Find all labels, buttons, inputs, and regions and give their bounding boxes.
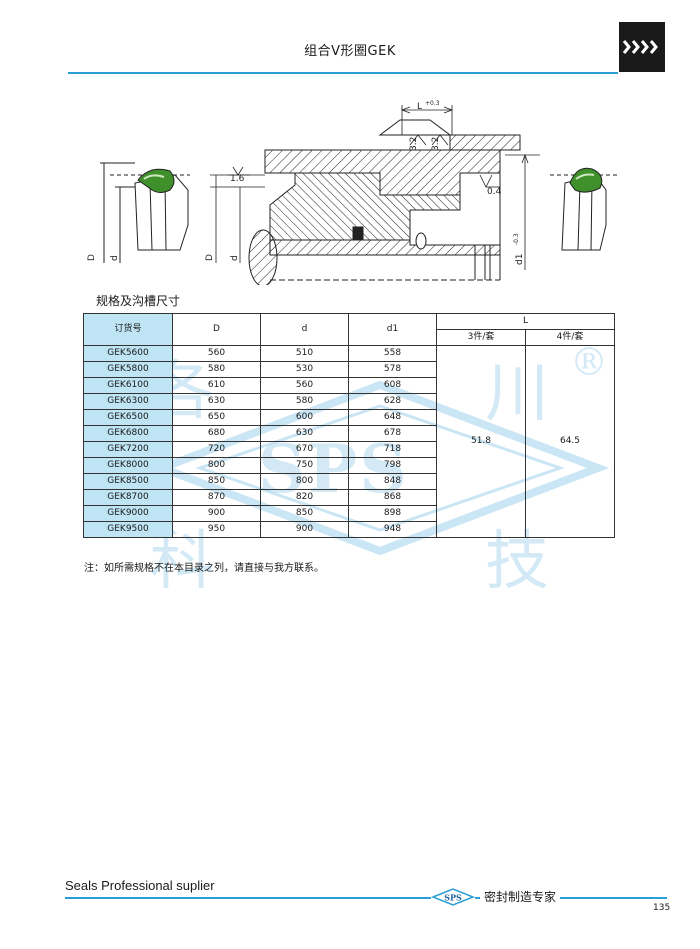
order-code-cell: GEK9000 xyxy=(83,505,173,522)
order-code-cell: GEK8700 xyxy=(83,489,173,506)
d1-cell: 798 xyxy=(348,457,437,474)
label-d-mid: d xyxy=(230,255,240,261)
d1-cell: 678 xyxy=(348,425,437,442)
dim-3-2-b: 3.2 xyxy=(431,137,441,151)
D-cell: 560 xyxy=(172,345,261,362)
d-cell: 600 xyxy=(260,409,349,426)
header-rule xyxy=(68,72,618,74)
D-cell: 950 xyxy=(172,521,261,538)
footer-badge-text: SPS xyxy=(444,893,462,903)
label-d1-tol: -0.3 xyxy=(513,233,520,245)
table-row: GEK7200 720 670 718 xyxy=(83,441,615,458)
d-cell: 510 xyxy=(260,345,349,362)
footer-rule xyxy=(65,897,667,899)
d1-cell: 578 xyxy=(348,361,437,378)
d1-cell: 848 xyxy=(348,473,437,490)
D-cell: 650 xyxy=(172,409,261,426)
order-code-cell: GEK6300 xyxy=(83,393,173,410)
order-code-cell: GEK9500 xyxy=(83,521,173,538)
header-L-4pcs: 4件/套 xyxy=(525,329,615,346)
d-cell: 750 xyxy=(260,457,349,474)
dim-L: L xyxy=(417,102,422,112)
table-row: GEK6300 630 580 628 xyxy=(83,393,615,410)
D-cell: 630 xyxy=(172,393,261,410)
order-code-cell: GEK8000 xyxy=(83,457,173,474)
dim-1-6: 1.6 xyxy=(230,174,245,184)
label-D-left: D xyxy=(87,254,97,261)
D-cell: 610 xyxy=(172,377,261,394)
label-d-left: d xyxy=(110,255,120,261)
order-code-cell: GEK6500 xyxy=(83,409,173,426)
d1-cell: 558 xyxy=(348,345,437,362)
sps-badge-icon: SPS xyxy=(430,888,476,906)
label-D-mid: D xyxy=(205,254,215,261)
D-cell: 900 xyxy=(172,505,261,522)
d1-cell: 898 xyxy=(348,505,437,522)
L-4pcs-value: 64.5 xyxy=(525,345,615,538)
d-cell: 630 xyxy=(260,425,349,442)
seal-cross-section-drawing: D d xyxy=(80,95,620,289)
d1-cell: 948 xyxy=(348,521,437,538)
dim-0-4: 0.4 xyxy=(487,187,502,197)
section-title: 规格及沟槽尺寸 xyxy=(96,294,181,308)
d1-cell: 648 xyxy=(348,409,437,426)
d-cell: 580 xyxy=(260,393,349,410)
d-cell: 560 xyxy=(260,377,349,394)
order-code-cell: GEK5600 xyxy=(83,345,173,362)
table-row: GEK8700 870 820 868 xyxy=(83,489,615,506)
d1-cell: 628 xyxy=(348,393,437,410)
d-cell: 800 xyxy=(260,473,349,490)
right-seal-ring xyxy=(550,167,620,251)
D-cell: 800 xyxy=(172,457,261,474)
D-cell: 720 xyxy=(172,441,261,458)
left-seal-ring xyxy=(100,162,190,263)
shaft-section xyxy=(248,229,278,287)
chevron-logo-icon xyxy=(619,22,665,72)
table-row: GEK6100 610 560 608 xyxy=(83,377,615,394)
page-number: 135 xyxy=(653,903,671,913)
d-cell: 820 xyxy=(260,489,349,506)
table-row: GEK8500 850 800 848 xyxy=(83,473,615,490)
order-code-cell: GEK5800 xyxy=(83,361,173,378)
table-row: GEK5600 560 510 558 51.8 64.5 xyxy=(83,345,615,538)
spec-table: 订货号 D d d1 L 3件/套 4件/套 GEK5600 560 510 5… xyxy=(83,313,615,538)
table-row: GEK6800 680 630 678 xyxy=(83,425,615,442)
order-code-cell: GEK6100 xyxy=(83,377,173,394)
page-title: 组合V形圈GEK xyxy=(304,44,396,59)
header-L-3pcs: 3件/套 xyxy=(436,329,526,346)
d1-cell: 608 xyxy=(348,377,437,394)
header-d: d xyxy=(260,313,349,346)
dim-3-2-a: 3.2 xyxy=(409,137,419,151)
table-row: GEK9500 950 900 948 xyxy=(83,521,615,538)
d-cell: 850 xyxy=(260,505,349,522)
table-row: GEK6500 650 600 648 xyxy=(83,409,615,426)
housing-section xyxy=(264,119,521,281)
d1-cell: 718 xyxy=(348,441,437,458)
d-cell: 530 xyxy=(260,361,349,378)
L-3pcs-value: 51.8 xyxy=(436,345,526,538)
footer-slogan: 密封制造专家 xyxy=(480,888,561,905)
footer-tagline: Seals Professional suplier xyxy=(65,878,215,893)
order-code-cell: GEK8500 xyxy=(83,473,173,490)
D-cell: 680 xyxy=(172,425,261,442)
note-text: 注：如所需规格不在本目录之列，请直接与我方联系。 xyxy=(84,563,324,574)
order-code-cell: GEK7200 xyxy=(83,441,173,458)
d-cell: 900 xyxy=(260,521,349,538)
d1-cell: 868 xyxy=(348,489,437,506)
label-d1: d1 xyxy=(515,254,525,265)
header-D: D xyxy=(172,313,261,346)
d-cell: 670 xyxy=(260,441,349,458)
header-order-code: 订货号 xyxy=(83,313,173,346)
order-code-cell: GEK6800 xyxy=(83,425,173,442)
dim-L-tol: +0.3 xyxy=(425,100,440,107)
D-cell: 850 xyxy=(172,473,261,490)
D-cell: 870 xyxy=(172,489,261,506)
header-L: L xyxy=(436,313,615,330)
D-cell: 580 xyxy=(172,361,261,378)
header-d1: d1 xyxy=(348,313,437,346)
